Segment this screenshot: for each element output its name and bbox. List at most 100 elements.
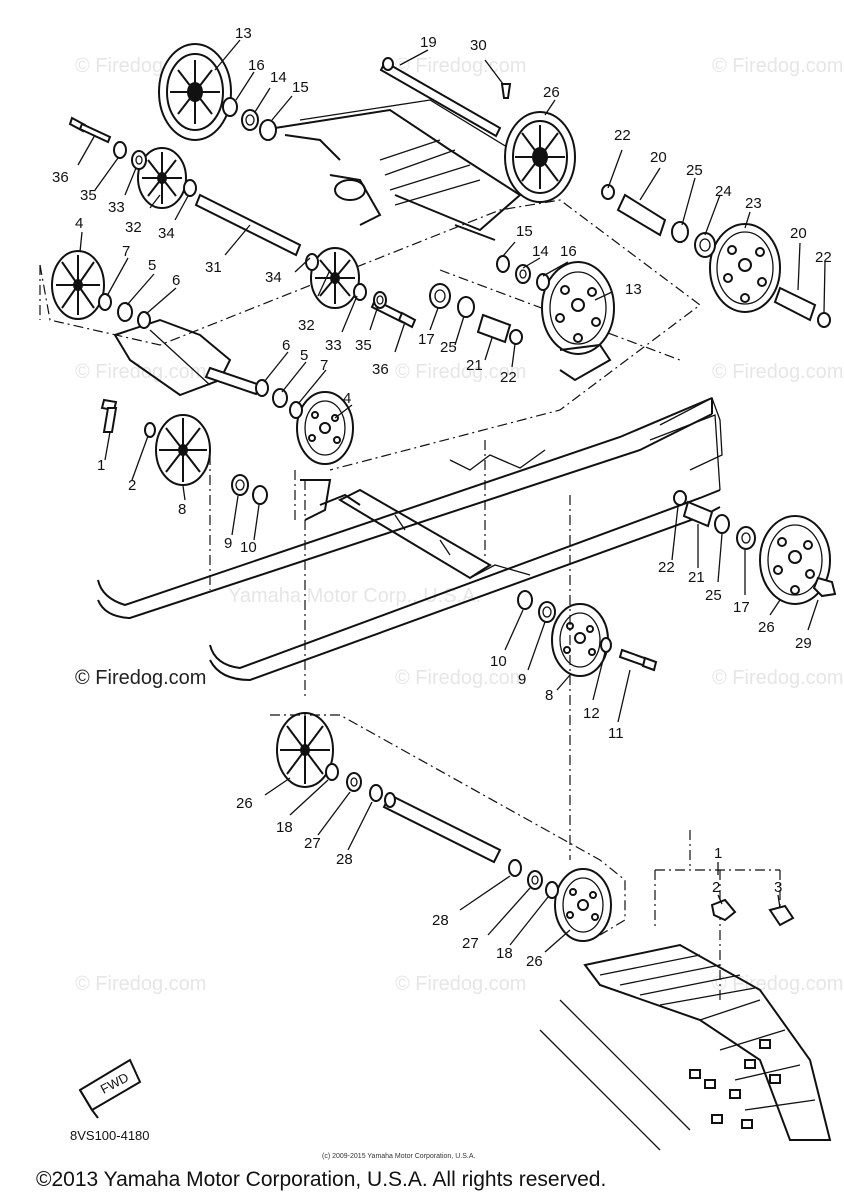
callout-2: 2 — [128, 477, 136, 494]
outline-zones-lower — [209, 440, 781, 1000]
callout-32: 32 — [125, 219, 142, 236]
callout-34: 34 — [265, 269, 282, 286]
watermark: © Firedog.com — [712, 667, 843, 689]
callout-16: 16 — [248, 57, 265, 74]
callout-10: 10 — [490, 653, 507, 670]
callout-26: 26 — [526, 953, 543, 970]
callout-25: 25 — [440, 339, 457, 356]
watermark: © Firedog.com — [712, 361, 843, 383]
wheel-13-top — [158, 43, 232, 141]
callout-22: 22 — [614, 127, 631, 144]
callout-5: 5 — [148, 257, 156, 274]
watermark-secondary: Yamaha Motor Corp., U.S.A. — [228, 585, 481, 607]
wheel-26-right — [759, 515, 831, 605]
callout-24: 24 — [715, 183, 732, 200]
callout-31: 31 — [205, 259, 222, 276]
shaft-28-lower — [382, 792, 502, 864]
callout-18: 18 — [496, 945, 513, 962]
upper-shaft-assembly — [274, 99, 522, 241]
fwd-direction-marker: FWD — [78, 1058, 142, 1119]
callout-2: 2 — [712, 879, 720, 896]
callout-1: 1 — [714, 845, 722, 862]
wheel-8-center — [551, 603, 609, 677]
callout-21: 21 — [466, 357, 483, 374]
callout-14: 14 — [532, 243, 549, 260]
callout-27: 27 — [304, 835, 321, 852]
callout-28: 28 — [432, 912, 449, 929]
callout-32: 32 — [298, 317, 315, 334]
callout-4: 4 — [343, 390, 351, 407]
callout-28: 28 — [336, 851, 353, 868]
wheel-26-top — [504, 111, 576, 203]
rod-19 — [379, 57, 502, 138]
small-copyright: (c) 2009-2015 Yamaha Motor Corporation, … — [322, 1153, 475, 1160]
callout-22: 22 — [815, 249, 832, 266]
wheel-4-center — [296, 391, 354, 465]
callout-7: 7 — [122, 243, 130, 260]
wheel-4-left — [51, 250, 105, 320]
bolt-11-right — [618, 648, 658, 672]
callout-26: 26 — [758, 619, 775, 636]
callout-33: 33 — [108, 199, 125, 216]
callout-17: 17 — [733, 599, 750, 616]
callout-numbers: 13 16 14 15 19 30 26 36 35 33 32 34 31 2… — [52, 25, 832, 970]
callout-35: 35 — [80, 187, 97, 204]
shaft-31 — [194, 193, 302, 257]
bolt-36-top — [68, 116, 112, 144]
callout-34: 34 — [158, 225, 175, 242]
callout-3: 3 — [774, 879, 782, 896]
callout-7: 7 — [320, 357, 328, 374]
callout-29: 29 — [795, 635, 812, 652]
callout-11: 11 — [608, 725, 624, 742]
wheel-26-lower-left — [276, 712, 334, 788]
wheel-32-upper — [137, 147, 187, 209]
callout-23: 23 — [745, 195, 762, 212]
footer-copyright: ©2013 Yamaha Motor Corporation, U.S.A. A… — [36, 1168, 606, 1191]
slide-rail-front — [209, 414, 721, 682]
callout-25: 25 — [705, 587, 722, 604]
callout-8: 8 — [178, 501, 186, 518]
watermark: © Firedog.com — [395, 55, 526, 77]
watermark: © Firedog.com — [395, 667, 526, 689]
callout-25: 25 — [686, 162, 703, 179]
callout-9: 9 — [224, 535, 232, 552]
callout-27: 27 — [462, 935, 479, 952]
callout-15: 15 — [516, 223, 533, 240]
wheel-8-left — [155, 414, 211, 486]
callout-22: 22 — [500, 369, 517, 386]
callout-36: 36 — [372, 361, 389, 378]
callout-12: 12 — [583, 705, 600, 722]
callout-10: 10 — [240, 539, 257, 556]
wheel-23-right — [709, 223, 781, 313]
cross-shaft-center — [300, 479, 492, 580]
watermark-visible: © Firedog.com — [75, 667, 206, 689]
wheel-13-right — [541, 261, 615, 382]
callout-6: 6 — [282, 337, 290, 354]
callout-5: 5 — [300, 347, 308, 364]
callout-20: 20 — [650, 149, 667, 166]
callout-14: 14 — [270, 69, 287, 86]
callout-26: 26 — [236, 795, 253, 812]
callout-26: 26 — [543, 84, 560, 101]
wheel-26-lower-right — [554, 868, 612, 942]
leader-lines — [77, 39, 826, 953]
callout-8: 8 — [545, 687, 553, 704]
callout-16: 16 — [560, 243, 577, 260]
watermark: © Firedog.com — [75, 361, 206, 383]
callout-30: 30 — [470, 37, 487, 54]
callout-19: 19 — [420, 34, 437, 51]
track-section — [539, 898, 832, 1151]
diagram-code: 8VS100-4180 — [70, 1128, 150, 1143]
callout-15: 15 — [292, 79, 309, 96]
callout-36: 36 — [52, 169, 69, 186]
callout-6: 6 — [172, 272, 180, 289]
callout-17: 17 — [418, 331, 435, 348]
callout-21: 21 — [688, 569, 705, 586]
bolt-1-left — [100, 398, 118, 433]
screw-30 — [500, 83, 512, 99]
callout-1: 1 — [97, 457, 105, 474]
callout-35: 35 — [355, 337, 372, 354]
callout-22: 22 — [658, 559, 675, 576]
callout-33: 33 — [325, 337, 342, 354]
